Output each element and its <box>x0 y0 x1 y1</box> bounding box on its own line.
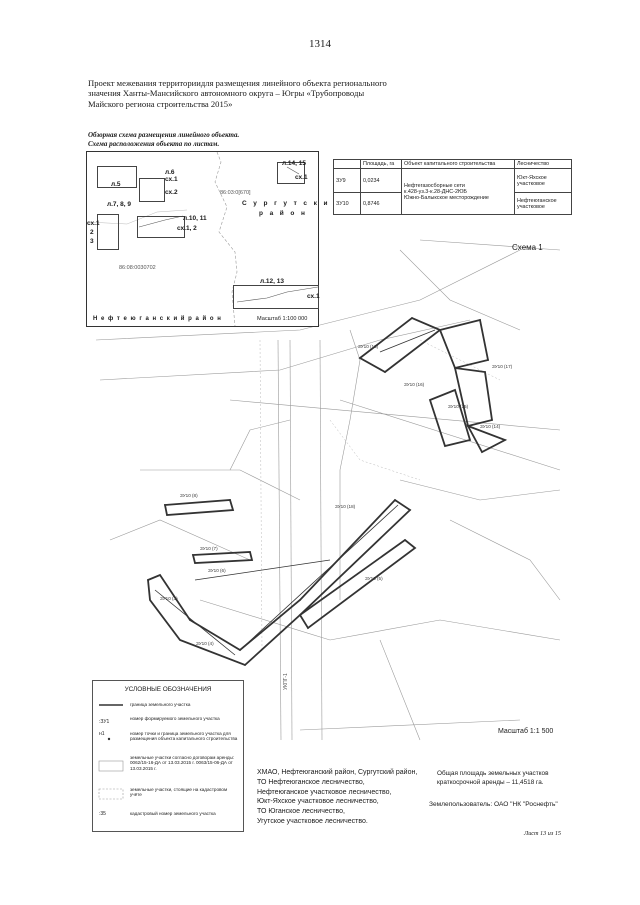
table-row: ЗУ9 0,0234 Нефтегазосборные сети к.428-у… <box>333 168 572 215</box>
table-row: ЗУ10 0,8746 Нефтеюганское участковое <box>333 192 572 215</box>
subtitle-line-2: Схема расположения объекта по листам. <box>88 140 220 148</box>
info-line: Нефтеюганское участковое лесничество, <box>257 788 392 796</box>
area-line: Общая площадь земельных участков <box>437 770 549 777</box>
forestry: Нефтеюганское участковое <box>514 192 572 215</box>
sheet-box <box>137 216 185 238</box>
parcel-label: ЗУ10 (5) <box>365 576 383 581</box>
area-info: Общая площадь земельных участков краткос… <box>437 770 548 787</box>
info-line: ТО Юганское лесничество, <box>257 808 345 816</box>
parcel-label: ЗУ10 (6) <box>208 568 226 573</box>
sheet-label: сх.1 <box>295 174 308 181</box>
parcel-label: ЗУ10 (18) <box>335 504 356 509</box>
sheet-label: сх.1, 2 <box>177 225 197 232</box>
schema-label: Схема 1 <box>512 243 543 252</box>
cadastral-number: 86:08:0030702 <box>119 265 156 271</box>
sheet-label: 2 <box>90 229 94 236</box>
parcel-label: ЗУ10 (17) <box>492 364 513 369</box>
legend-symbol: :35 <box>99 811 106 817</box>
district-name: Н е ф т е ю г а н с к и й р а й о н <box>93 316 222 322</box>
parcel-label: ЗУ10 (14) <box>480 424 501 429</box>
sheet-box <box>97 214 119 250</box>
info-line: Юкт-Яхское участковое лесничество, <box>257 798 379 806</box>
sheet-box <box>139 178 165 202</box>
overview-subtitle: Обзорная схема размещения линейного объе… <box>88 131 348 149</box>
sheet-label: сх.2 <box>165 189 178 196</box>
object-line: Нефтегазосборные сети <box>404 182 465 189</box>
table-header <box>333 159 361 169</box>
table-header: Лесничество <box>514 159 572 169</box>
legend-symbol: н1 <box>99 731 105 737</box>
parcel-label: ЗУ10 (3) <box>160 596 178 601</box>
subtitle-line-1: Обзорная схема размещения линейного объе… <box>88 131 240 139</box>
legend-item: кадастровый номер земельного участка <box>130 811 216 816</box>
parcel-area: 0,8746 <box>360 192 402 215</box>
legend: УСЛОВНЫЕ ОБОЗНАЧЕНИЯ :ЗУ1 н1 :35 граница… <box>92 680 244 832</box>
parcel-table: Площадь, га Объект капитального строител… <box>333 159 572 215</box>
legend-item: земельные участки согласно договорам аре… <box>130 755 235 771</box>
land-user: Землепользователь: ОАО "НК "Роснефть" <box>429 801 558 808</box>
legend-item: земельные участки, стоящие на кадастрово… <box>130 787 228 798</box>
parcel-id: ЗУ9 <box>333 168 361 193</box>
legend-item: граница земельного участка <box>130 702 191 707</box>
object-line: Южно-Балыкское месторождение <box>404 194 489 201</box>
parcel-area: 0,0234 <box>360 168 402 193</box>
info-line: ХМАО, Нефтеюганский район, Сургутский ра… <box>257 769 418 776</box>
document-title: Проект межевания территориидля размещени… <box>88 78 387 109</box>
capital-object: Нефтегазосборные сети к.428-уз.3-к.28-ДН… <box>401 168 515 215</box>
sheet-label: сх.1 <box>87 220 100 227</box>
map-scale: Масштаб 1:1 500 <box>498 728 554 735</box>
sheet-label: л.5 <box>111 181 121 188</box>
sheet-box <box>277 162 305 184</box>
sheet-label: 3 <box>90 238 94 245</box>
sheet-label: л.14, 15 <box>282 160 307 167</box>
road-label: УКПГ-1 <box>283 673 289 690</box>
sheet-box <box>233 285 319 309</box>
sheet-label: л.6 <box>165 169 175 176</box>
area-line: краткосрочной аренды – 11,4518 га. <box>437 778 544 786</box>
parcel-label: ЗУ10 (16) <box>404 382 425 387</box>
sheet-number: Лист 13 из 15 <box>524 830 562 837</box>
legend-item: номер точки и граница земельного участка… <box>130 731 238 742</box>
table-header-row: Площадь, га Объект капитального строител… <box>333 159 572 169</box>
parcel-label: ЗУ10 (8) <box>180 493 198 498</box>
sheet-label: л.7, 8, 9 <box>107 201 132 208</box>
info-line: Угутское участковое лесничество. <box>257 817 368 825</box>
overview-inset: л.5 л.6 сх.1 сх.2 л.14, 15 сх.1 л.7, 8, … <box>86 151 338 327</box>
district-name: р а й о н <box>259 210 308 217</box>
legend-symbols <box>98 704 124 800</box>
sheet-label: л.12, 13 <box>260 278 285 285</box>
info-line: ТО Нефтеюганское лесничество, <box>257 778 365 786</box>
district-name: С у р г у т с к и й <box>242 200 341 207</box>
sheet-label: сх.1 <box>165 176 178 183</box>
table-header: Площадь, га <box>360 159 402 169</box>
legend-item: номер формируемого земельного участка <box>130 716 220 721</box>
cadastral-number: 86:03:0[670] <box>220 190 251 196</box>
legend-symbol: :ЗУ1 <box>99 719 110 725</box>
sheet-label: сх.1 <box>307 293 320 300</box>
parcel-id: ЗУ10 <box>333 192 361 215</box>
overview-scale: Масштаб 1:100 000 <box>257 316 308 322</box>
forestry: Юкт-Яхское участковое <box>514 168 572 193</box>
object-line: к.428-уз.3-к.28-ДНС-2ЮБ <box>404 188 467 195</box>
page-number: 1314 <box>309 38 331 50</box>
table-header: Объект капитального строительства <box>401 159 515 169</box>
parcel-label: ЗУ10 (13) <box>358 344 379 349</box>
sheet-label: л.10, 11 <box>183 215 207 222</box>
parcel-label: ЗУ10 (7) <box>200 546 218 551</box>
parcel-label: ЗУ10 (4) <box>196 641 214 646</box>
location-info: ХМАО, Нефтеюганский район, Сургутский ра… <box>257 768 417 827</box>
parcel-label: ЗУ10 (15) <box>448 404 469 409</box>
legend-title: УСЛОВНЫЕ ОБОЗНАЧЕНИЯ <box>124 686 212 693</box>
sheet-box <box>97 166 137 188</box>
